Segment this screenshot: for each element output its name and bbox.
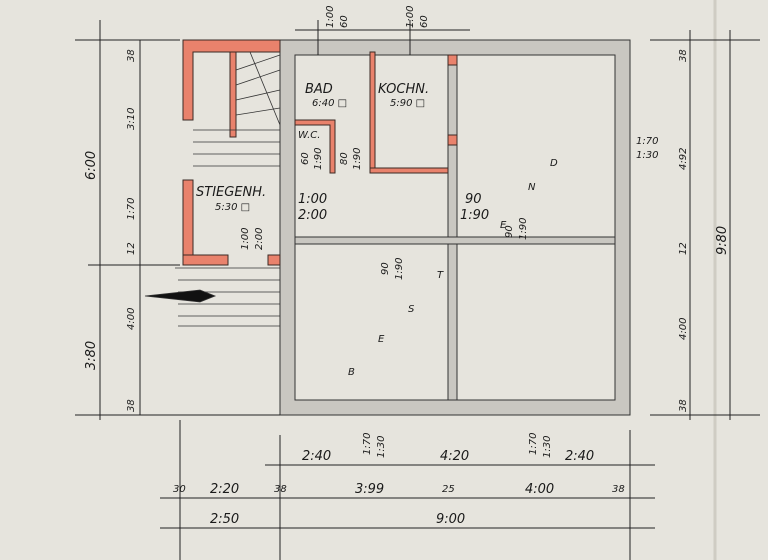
label: 6:00 — [84, 151, 99, 180]
dimension-labels: 38 3:10 1:70 12 4:00 38 6:00 3:80 38 4:9… — [84, 49, 730, 527]
main-walls — [279, 39, 631, 416]
top-window-1-height: 60 — [339, 15, 350, 28]
label: 3:80 — [84, 341, 99, 370]
label: N — [528, 182, 536, 193]
label: 4:00 — [525, 482, 554, 497]
bottom-window-2-height: 1:30 — [542, 436, 553, 458]
room-kochn-label: KOCHN. — [378, 82, 429, 97]
bad-door-height: 1:90 — [352, 148, 363, 170]
label: 4:92 — [678, 148, 689, 170]
hall-window-width: 1:00 — [298, 192, 327, 207]
top-window-1-width: 1:00 — [325, 6, 336, 28]
stair-window-width: 1:00 — [240, 228, 251, 250]
label: 2:40 — [302, 449, 331, 464]
door-b-width: 90 — [504, 225, 515, 238]
hall-window-height: 2:00 — [298, 208, 327, 223]
room-bad-label: BAD — [305, 82, 333, 97]
label: E — [378, 334, 385, 345]
label: 38 — [678, 49, 689, 62]
label: 38 — [126, 49, 137, 62]
red-walls — [182, 39, 449, 266]
label: 38 — [126, 399, 137, 412]
right-window-height: 1:30 — [636, 150, 658, 161]
label: S — [408, 304, 415, 315]
bad-door-width: 80 — [339, 152, 350, 165]
room-wc-label: W.C. — [298, 130, 320, 141]
label: 4:00 — [126, 308, 137, 330]
label: 2:40 — [565, 449, 594, 464]
plan-letters: B E S T E N D — [348, 158, 558, 378]
wc-door-width: 60 — [300, 152, 311, 165]
label: 2:20 — [210, 482, 239, 497]
room-stiegenh-label: STIEGENH. — [196, 185, 266, 200]
door-b-height: 1:90 — [518, 218, 529, 240]
label: 12 — [126, 242, 137, 255]
label: B — [348, 367, 355, 378]
label: T — [437, 270, 444, 281]
label: 3:10 — [126, 108, 137, 130]
door-a-height: 1:90 — [460, 208, 489, 223]
opening-labels: 60 1:90 80 1:90 1:00 2:00 1:00 2:00 90 1… — [240, 6, 658, 458]
label: 4:00 — [678, 318, 689, 340]
label: 9:00 — [436, 512, 465, 527]
wc-door-height: 1:90 — [313, 148, 324, 170]
top-window-2-height: 60 — [419, 15, 430, 28]
door-a-width: 90 — [465, 192, 482, 207]
label: 30 — [173, 484, 186, 495]
label: 38 — [678, 399, 689, 412]
label: 2:50 — [210, 512, 239, 527]
label: 12 — [678, 242, 689, 255]
right-window-width: 1:70 — [636, 136, 658, 147]
room-stiegenh-area: 5:30 □ — [215, 202, 250, 213]
label: 1:70 — [126, 198, 137, 220]
top-window-2-width: 1:00 — [405, 6, 416, 28]
label: 4:20 — [440, 449, 469, 464]
dimension-lines — [75, 20, 760, 560]
stair-window-height: 2:00 — [254, 228, 265, 250]
bottom-window-1-height: 1:30 — [376, 436, 387, 458]
door-c-width: 90 — [380, 262, 391, 275]
bottom-window-1-width: 1:70 — [362, 433, 373, 455]
label: E — [500, 220, 507, 231]
room-bad-area: 6:40 □ — [312, 98, 347, 109]
label: 38 — [612, 484, 625, 495]
label: 38 — [274, 484, 287, 495]
stairs — [144, 51, 281, 327]
label: 25 — [442, 484, 455, 495]
room-kochn-area: 5:90 □ — [390, 98, 425, 109]
label: 3:99 — [355, 482, 384, 497]
label: 9:80 — [715, 226, 730, 255]
bottom-window-2-width: 1:70 — [528, 433, 539, 455]
label: D — [550, 158, 558, 169]
door-c-height: 1:90 — [394, 258, 405, 280]
